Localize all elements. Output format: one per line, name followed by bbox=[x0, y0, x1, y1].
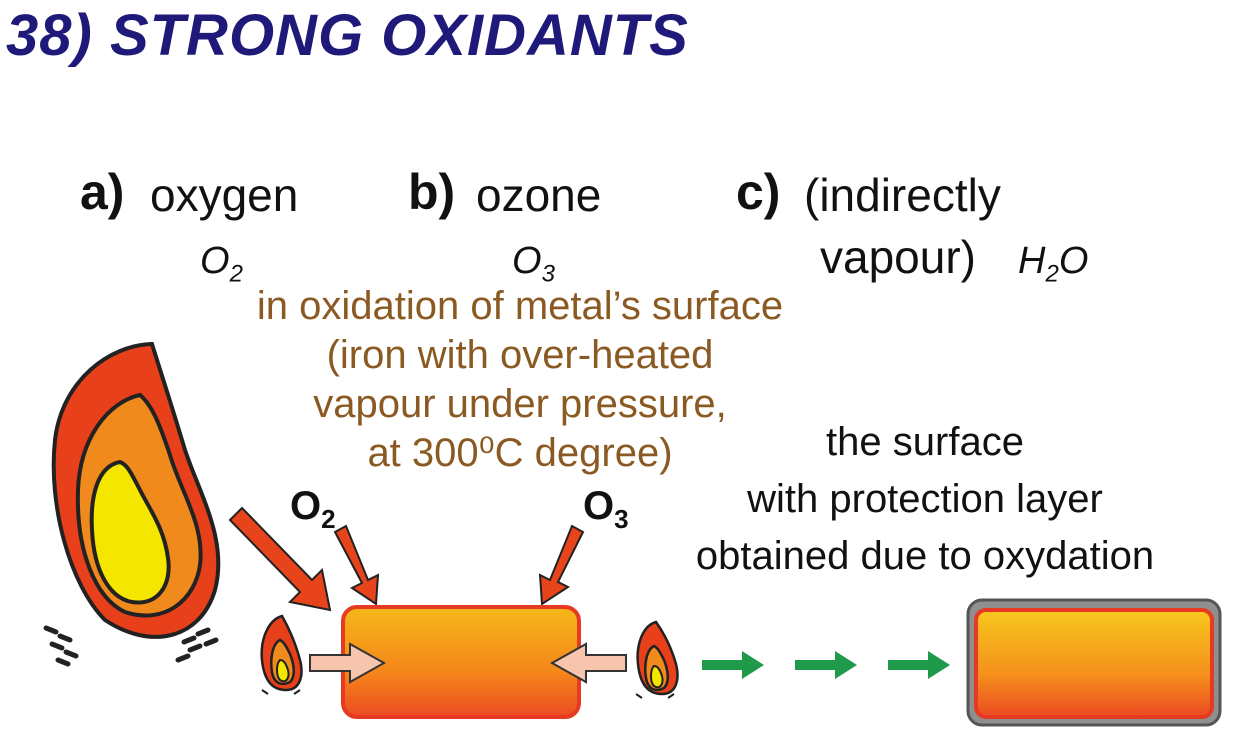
item-c-name-line2: vapour) bbox=[820, 231, 976, 283]
item-b-name: ozone bbox=[476, 169, 602, 221]
oxidation-note-line4: at 300⁰C degree) bbox=[367, 431, 673, 475]
item-b-letter: b) bbox=[408, 164, 456, 220]
oxidation-note: in oxidation of metal’s surface (iron wi… bbox=[150, 282, 890, 478]
metal-block bbox=[341, 605, 581, 719]
item-a-name: oxygen bbox=[150, 169, 299, 221]
item-c-formula: H2O bbox=[1018, 240, 1089, 288]
result-note-line2: with protection layer bbox=[747, 477, 1103, 521]
oxygen-arrows bbox=[228, 506, 585, 612]
heat-arrow-left bbox=[309, 642, 387, 684]
oxidation-note-line1: in oxidation of metal’s surface bbox=[256, 284, 784, 328]
process-arrows bbox=[702, 651, 950, 679]
small-flame-right-icon bbox=[635, 620, 679, 699]
item-c-name-line1: (indirectly bbox=[804, 169, 1001, 221]
item-c-letter: c) bbox=[736, 164, 781, 220]
result-note-line1: the surface bbox=[826, 420, 1024, 464]
result-note: the surface with protection layer obtain… bbox=[640, 414, 1210, 585]
page-title: 38) STRONG OXIDANTS bbox=[6, 3, 689, 68]
item-b-formula: O3 bbox=[512, 240, 555, 288]
heat-arrow-right bbox=[549, 642, 627, 684]
result-note-line3: obtained due to oxydation bbox=[695, 534, 1155, 578]
oxidation-note-line2: (iron with over-heated bbox=[326, 333, 714, 377]
protected-block bbox=[966, 598, 1222, 727]
gas-label-o2: O2 bbox=[290, 484, 336, 534]
item-a-formula: O2 bbox=[200, 240, 243, 288]
gas-label-o3: O3 bbox=[583, 484, 629, 534]
small-flame-left-icon bbox=[260, 614, 303, 695]
item-a-letter: a) bbox=[80, 164, 125, 220]
oxidation-note-line3: vapour under pressure, bbox=[313, 382, 727, 426]
